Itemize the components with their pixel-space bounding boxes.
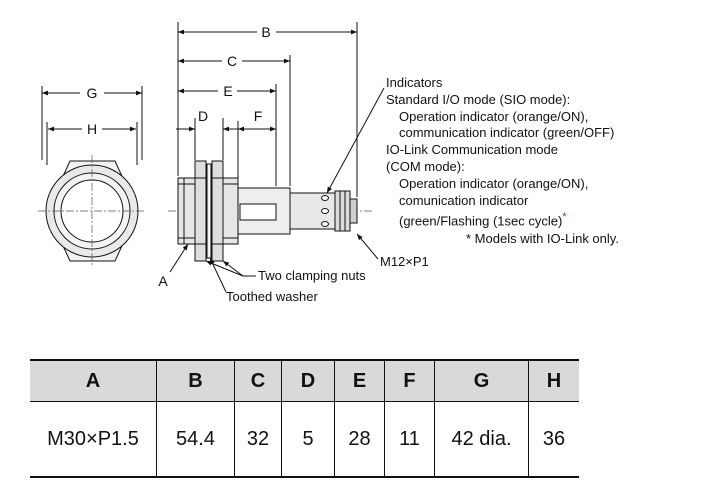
indicator-led-2 <box>321 208 329 214</box>
note-com-mode-line2: (COM mode): <box>386 158 465 174</box>
dimension-g: G <box>41 85 143 160</box>
table-cell: 54.4 <box>156 401 235 478</box>
dimension-label-g: G <box>87 85 98 101</box>
table-header-cell: B <box>156 359 235 402</box>
rear-housing-flat <box>239 203 277 221</box>
indicator-notes: Indicators Standard I/O mode (SIO mode):… <box>386 75 619 247</box>
dimension-d: D <box>176 108 242 160</box>
dimension-label-e: E <box>223 83 232 99</box>
connector <box>334 190 351 232</box>
dimension-b: B <box>177 22 358 197</box>
dimension-h: H <box>46 121 138 165</box>
clamping-nut-1 <box>194 160 207 262</box>
dimension-label-b: B <box>261 24 270 40</box>
table-cell: 42 dia. <box>434 401 529 478</box>
table-header-cell: E <box>334 359 385 402</box>
connector-tip <box>349 198 358 224</box>
table-header-row: A B C D E F G H <box>30 359 579 402</box>
clamping-nut-2 <box>211 160 224 262</box>
table-header-cell: F <box>384 359 435 402</box>
callout-clamping-nuts: Two clamping nuts <box>205 260 366 283</box>
note-sio-communication: communication indicator (green/OFF) <box>399 125 615 141</box>
dimension-label-h: H <box>87 121 97 137</box>
dimension-label-c: C <box>227 53 237 69</box>
note-com-communication: comunication indicator <box>399 192 529 208</box>
note-sio-operation: Operation indicator (orange/ON), <box>399 108 589 124</box>
label-connector: M12×P1 <box>380 254 429 269</box>
note-com-flashing: (green/Flashing (1sec cycle)* <box>386 209 619 230</box>
asterisk-mark: * <box>562 211 567 224</box>
table-header-cell: D <box>281 359 335 402</box>
callout-indicators <box>326 87 385 194</box>
dimension-label-d: D <box>198 108 208 124</box>
table-cell: 28 <box>334 401 385 478</box>
dimension-label-a: A <box>158 273 168 289</box>
front-view <box>38 155 146 266</box>
sensor-drawing: G H <box>38 22 429 304</box>
toothed-washer <box>206 163 212 259</box>
note-com-flashing-text: (green/Flashing (1sec cycle) <box>399 213 563 229</box>
note-sio-mode: Standard I/O mode (SIO mode): <box>386 91 571 107</box>
callout-a: A <box>158 243 189 289</box>
note-indicators-title: Indicators <box>386 75 443 90</box>
table-header-cell: G <box>434 359 529 402</box>
label-two-clamping-nuts: Two clamping nuts <box>258 268 366 283</box>
indicator-led-1 <box>321 195 329 201</box>
note-com-mode-line1: IO-Link Communication mode <box>386 142 558 158</box>
table-header-cell: H <box>528 359 579 402</box>
indicator-led-3 <box>321 221 329 227</box>
table-cell: 5 <box>281 401 335 478</box>
dimension-f: F <box>237 108 276 186</box>
dimension-table: A B C D E F G H M30×P1.5 54.4 32 5 28 11… <box>30 359 579 478</box>
table-cell: 11 <box>384 401 435 478</box>
side-view <box>168 160 372 262</box>
label-toothed-washer: Toothed washer <box>226 289 318 304</box>
table-header-cell: A <box>30 359 157 402</box>
note-com-operation: Operation indicator (orange/ON), <box>399 175 589 191</box>
table-cell: 32 <box>234 401 282 478</box>
callout-connector: M12×P1 <box>356 233 429 269</box>
note-footnote: * Models with IO-Link only. <box>466 230 619 246</box>
table-header-cell: C <box>234 359 282 402</box>
table-cell: M30×P1.5 <box>30 401 157 478</box>
dimension-e: E <box>178 83 277 186</box>
dimension-label-f: F <box>254 108 263 124</box>
dimension-c: C <box>178 53 291 186</box>
callout-toothed-washer: Toothed washer <box>209 257 318 304</box>
table-row: M30×P1.5 54.4 32 5 28 11 42 dia. 36 <box>30 401 579 478</box>
table-cell: 36 <box>528 401 579 478</box>
